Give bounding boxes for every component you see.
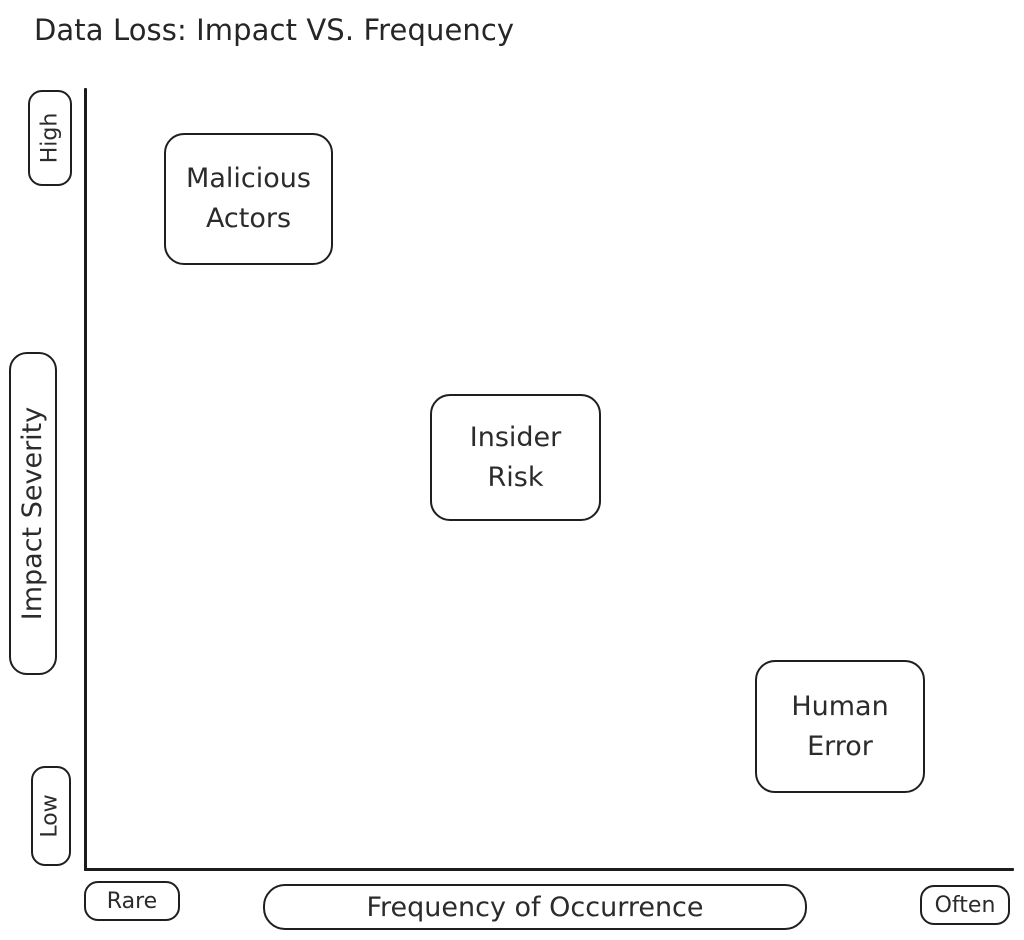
y-axis-tick-high: High bbox=[28, 90, 72, 186]
data-node-label-line-1: Insider bbox=[469, 421, 562, 453]
y-axis-tick-low: Low bbox=[31, 766, 71, 866]
x-axis-tick-rare: Rare bbox=[84, 881, 180, 921]
x-axis-line bbox=[84, 868, 1014, 871]
data-node-label-line-1: Human bbox=[791, 690, 889, 722]
data-node-malicious-actors[interactable]: Malicious Actors bbox=[164, 133, 333, 265]
x-axis-tick-often-label: Often bbox=[934, 892, 996, 918]
x-axis-tick-rare-label: Rare bbox=[106, 888, 158, 914]
data-node-insider-risk[interactable]: Insider Risk bbox=[430, 394, 601, 521]
y-axis-tick-high-label: High bbox=[37, 112, 63, 164]
data-node-label-line-2: Risk bbox=[487, 461, 544, 493]
x-axis-title: Frequency of Occurrence bbox=[263, 884, 807, 930]
y-axis-tick-low-label: Low bbox=[38, 794, 64, 838]
y-axis-title-label: Impact Severity bbox=[17, 406, 49, 621]
y-axis-title: Impact Severity bbox=[9, 352, 57, 675]
x-axis-title-label: Frequency of Occurrence bbox=[366, 891, 704, 923]
x-axis-tick-often: Often bbox=[920, 885, 1010, 925]
data-node-human-error[interactable]: Human Error bbox=[755, 660, 925, 793]
y-axis-line bbox=[84, 88, 87, 871]
data-node-label-line-2: Error bbox=[807, 730, 873, 762]
data-node-label-line-2: Actors bbox=[205, 203, 292, 234]
data-node-label-line-1: Malicious bbox=[186, 163, 311, 194]
page-title: Data Loss: Impact VS. Frequency bbox=[34, 13, 515, 47]
